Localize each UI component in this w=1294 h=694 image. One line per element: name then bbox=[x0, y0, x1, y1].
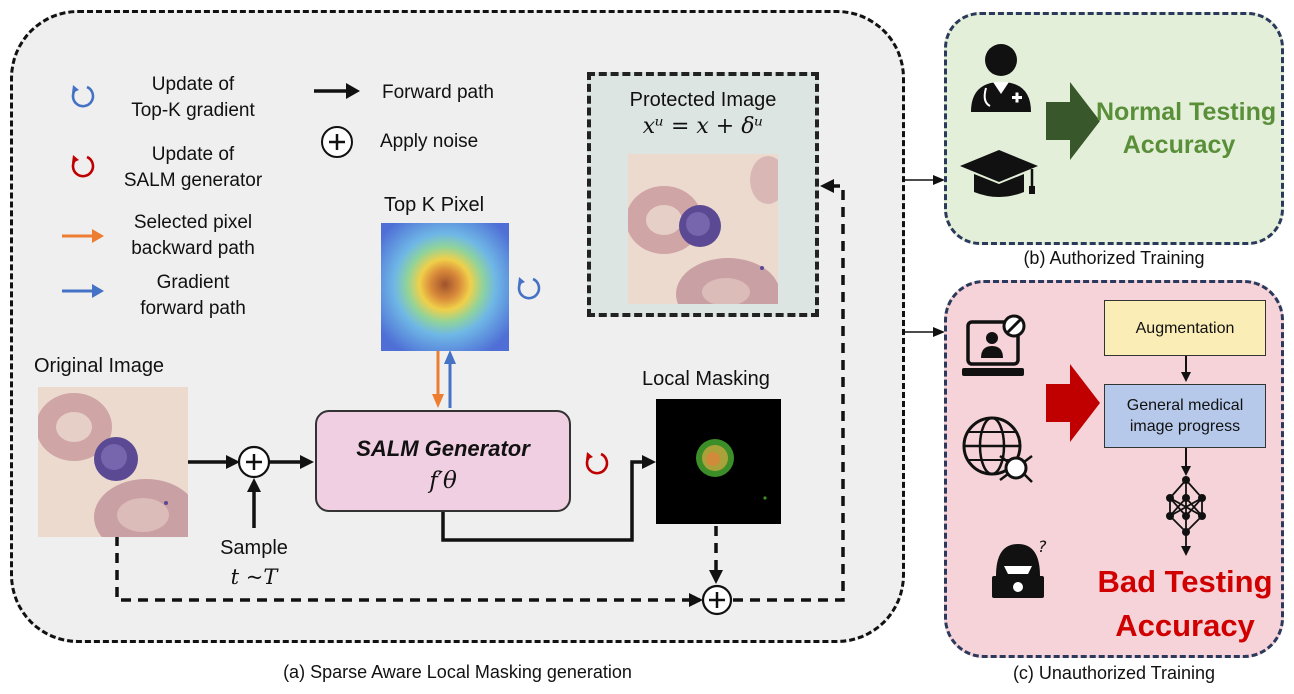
generator-title: SALM Generator bbox=[356, 436, 530, 461]
web-spider-icon bbox=[962, 416, 1033, 483]
protected-image bbox=[628, 154, 778, 304]
caption-a: (a) Sparse Aware Local Masking generatio… bbox=[283, 662, 632, 682]
top-k-heatmap bbox=[381, 223, 509, 351]
legend-forward-path: Forward path bbox=[382, 82, 494, 103]
protected-image-title: Protected Image bbox=[629, 89, 777, 111]
salm-generator: SALM Generator f′θ bbox=[315, 410, 571, 512]
salm-update-icon bbox=[71, 155, 95, 178]
caption-b: (b) Authorized Training bbox=[1023, 248, 1205, 268]
combine-mask-node bbox=[701, 584, 733, 616]
caption-c: (c) Unauthorized Training bbox=[1012, 663, 1216, 683]
legend-apply-noise: Apply noise bbox=[380, 131, 479, 152]
apply-noise-icon bbox=[321, 126, 353, 158]
protected-image-formula: xᵘ = x + δᵘ bbox=[642, 114, 764, 139]
sample-label: Sample bbox=[220, 537, 288, 559]
restricted-laptop-icon bbox=[962, 314, 1026, 376]
original-image-title: Original Image bbox=[34, 355, 165, 377]
svg-text:?: ? bbox=[1038, 537, 1047, 556]
neural-network-icon bbox=[1166, 448, 1206, 556]
sample-formula: t ~T bbox=[230, 565, 278, 589]
topk-refresh-icon bbox=[517, 277, 541, 300]
original-image bbox=[38, 387, 188, 537]
topk-update-icon bbox=[71, 85, 95, 108]
authorized-arrow-icon bbox=[1046, 82, 1100, 160]
local-mask-image bbox=[656, 399, 781, 524]
unauthorized-arrow-icon bbox=[1046, 364, 1100, 442]
blue-arrow-icon bbox=[62, 284, 104, 298]
orange-arrow-icon bbox=[62, 229, 104, 243]
hacker-icon: ? bbox=[992, 537, 1047, 598]
generator-refresh-icon bbox=[585, 452, 609, 475]
augmentation-box: Augmentation bbox=[1104, 300, 1266, 356]
local-masking-title: Local Masking bbox=[642, 368, 770, 390]
augmentation-to-progress-arrow bbox=[1181, 356, 1191, 382]
doctor-icon bbox=[971, 44, 1031, 112]
add-noise-node bbox=[237, 445, 271, 479]
top-k-pixel-title: Top K Pixel bbox=[384, 194, 485, 216]
graduation-cap-icon bbox=[960, 150, 1038, 197]
generator-formula: f′θ bbox=[429, 468, 457, 494]
forward-path-arrow-icon bbox=[314, 83, 360, 99]
